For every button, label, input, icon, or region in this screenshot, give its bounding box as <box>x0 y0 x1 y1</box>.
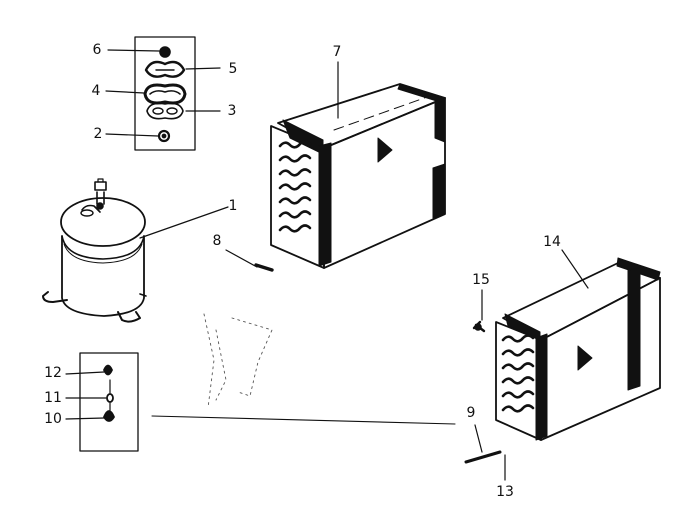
part-12-valve <box>103 364 113 376</box>
part-10-valve <box>103 410 115 422</box>
callout-7: 7 <box>332 44 342 60</box>
part-6-plug <box>159 46 171 58</box>
part-1-compressor <box>42 178 147 323</box>
hardware-card-bottom <box>65 352 139 452</box>
part-7-coil <box>270 83 446 269</box>
part-9-13-screws <box>464 424 506 481</box>
hardware-card-top <box>105 36 221 151</box>
callout-15: 15 <box>472 272 490 288</box>
callout-4: 4 <box>91 83 101 99</box>
callout-6: 6 <box>92 42 102 58</box>
callout-8: 8 <box>212 233 222 249</box>
part-8-screw <box>225 249 274 272</box>
part-14-coil <box>495 257 661 441</box>
part-15-screw <box>472 289 486 333</box>
part-5-clip <box>144 60 186 78</box>
callout-10: 10 <box>44 411 62 427</box>
callout-3: 3 <box>227 103 237 119</box>
callout-14: 14 <box>543 234 561 250</box>
callout-9: 9 <box>466 405 476 421</box>
part-3-ring <box>146 102 184 120</box>
callout-13: 13 <box>496 484 514 500</box>
part-4-grommet <box>143 83 187 105</box>
part-11-bead <box>106 393 114 403</box>
part-2-nut <box>157 129 171 143</box>
callout-12: 12 <box>44 365 62 381</box>
faint-bracket <box>203 313 273 409</box>
callout-1: 1 <box>228 198 238 214</box>
callout-2: 2 <box>93 126 103 142</box>
callout-5: 5 <box>228 61 238 77</box>
callout-11: 11 <box>44 390 62 406</box>
